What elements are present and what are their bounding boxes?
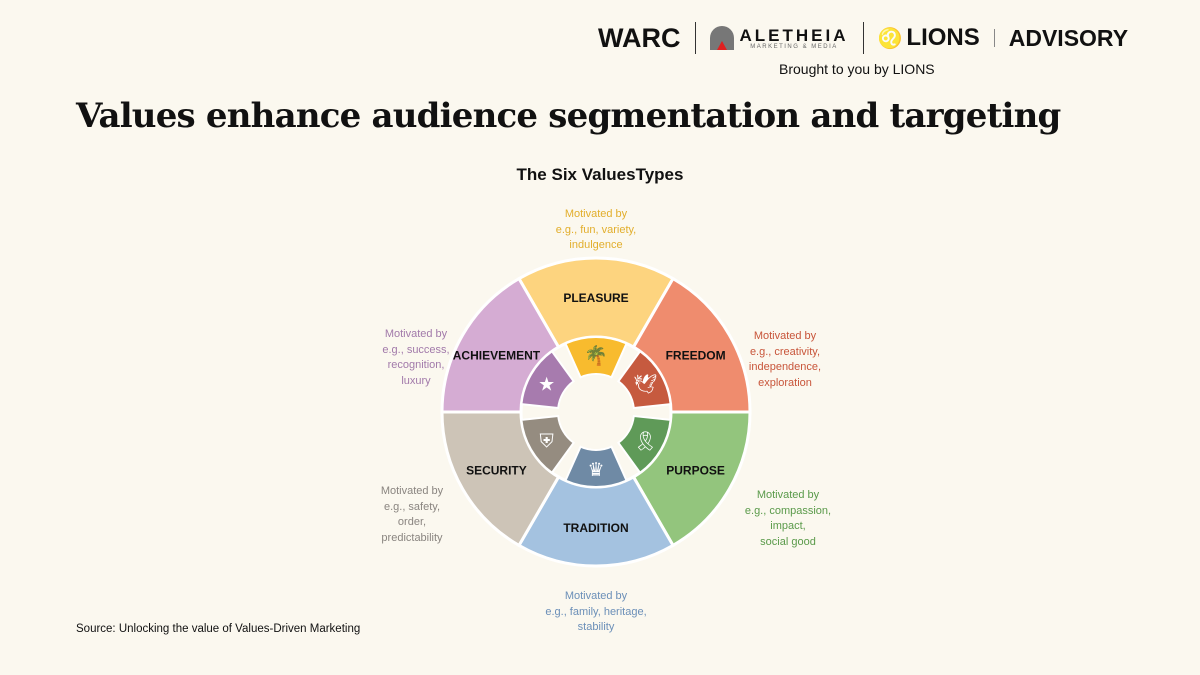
annotation-line: e.g., creativity,: [749, 345, 821, 358]
annotation-tradition: Motivated by e.g., family, heritage, stabi…: [531, 589, 661, 636]
segment-inner-security: [520, 414, 576, 475]
segment-label-tradition: TRADITION: [563, 521, 628, 535]
aletheia-sub: MARKETING & MEDIA: [750, 43, 838, 50]
annotation-line: recognition,: [387, 359, 445, 371]
crown-icon: ♛: [587, 460, 604, 481]
segment-inner-pleasure: [564, 336, 628, 379]
annotation-line: stability: [577, 621, 615, 633]
annotation-line: Motivated by: [753, 330, 817, 342]
annotation-line: social good: [760, 535, 816, 548]
page-title: Values enhance audience segmentation and…: [76, 96, 1061, 136]
annotation-line: e.g., success,: [382, 343, 450, 356]
aletheia-name: ALETHEIA: [739, 25, 849, 45]
annotation-line: order,: [397, 516, 427, 528]
warc-logo: WARC: [598, 22, 681, 53]
annotation-line: e.g., safety,: [383, 500, 441, 513]
annotation-line: e.g., family, heritage,: [545, 605, 647, 618]
annotation-line: independence,: [748, 361, 822, 373]
annotation-security: Motivated by e.g., safety, order, predictab…: [347, 484, 477, 546]
divider: [862, 22, 864, 54]
aletheia-mark-icon: [709, 26, 734, 50]
segment-label-achievement: ACHIEVEMENT: [453, 349, 541, 363]
annotation-line: e.g., compassion,: [744, 504, 832, 517]
annotation-purpose: Motivated by e.g., compassion, impact, soci…: [723, 488, 853, 550]
annotation-line: Motivated by: [564, 590, 628, 602]
segment-label-pleasure: PLEASURE: [563, 291, 628, 305]
annotation-line: e.g., fun, variety,: [555, 223, 637, 236]
bird-icon: 🕊: [633, 374, 657, 396]
annotation-line: impact,: [770, 520, 806, 532]
ribbon-icon: 🎗: [633, 432, 657, 453]
annotation-line: indulgence: [569, 239, 623, 251]
annotation-pleasure: Motivated by e.g., fun, variety, indulgenc…: [531, 207, 661, 254]
lion-icon: ♌: [877, 27, 903, 50]
divider: [993, 29, 995, 47]
segment-inner-purpose: [616, 414, 672, 475]
diagram-title: The Six ValuesTypes: [516, 165, 684, 184]
star-icon: ★: [538, 375, 555, 396]
annotation-line: exploration: [758, 376, 812, 389]
annotation-line: Motivated by: [380, 485, 444, 497]
divider: [694, 22, 696, 54]
annotation-line: Motivated by: [756, 489, 820, 501]
annotation-line: Motivated by: [564, 208, 628, 220]
annotation-line: predictability: [381, 531, 443, 544]
palm-tree-icon: 🌴: [584, 344, 608, 367]
annotation-line: luxury: [401, 374, 431, 387]
segment-inner-achievement: [520, 349, 576, 410]
brought-by: Brought to you by LIONS: [779, 61, 935, 77]
segment-label-freedom: FREEDOM: [666, 349, 726, 363]
annotation-line: Motivated by: [384, 328, 448, 340]
advisory-logo: ADVISORY: [1008, 24, 1129, 51]
lions-logo: ♌LIONS: [878, 24, 980, 52]
annotation-achievement: Motivated by e.g., success, recognition, lu…: [351, 327, 481, 389]
shield-icon: ⛨: [540, 432, 554, 453]
segment-inner-freedom: [616, 349, 672, 410]
segment-label-security: SECURITY: [466, 464, 527, 478]
segment-inner-tradition: [564, 445, 628, 488]
segment-label-purpose: PURPOSE: [666, 464, 725, 478]
annotation-freedom: Motivated by e.g., creativity, independenc…: [720, 329, 850, 391]
source-note: Source: Unlocking the value of Values-Dr…: [76, 623, 361, 635]
wheel-center: [559, 375, 633, 449]
lions-name: LIONS: [906, 24, 980, 51]
